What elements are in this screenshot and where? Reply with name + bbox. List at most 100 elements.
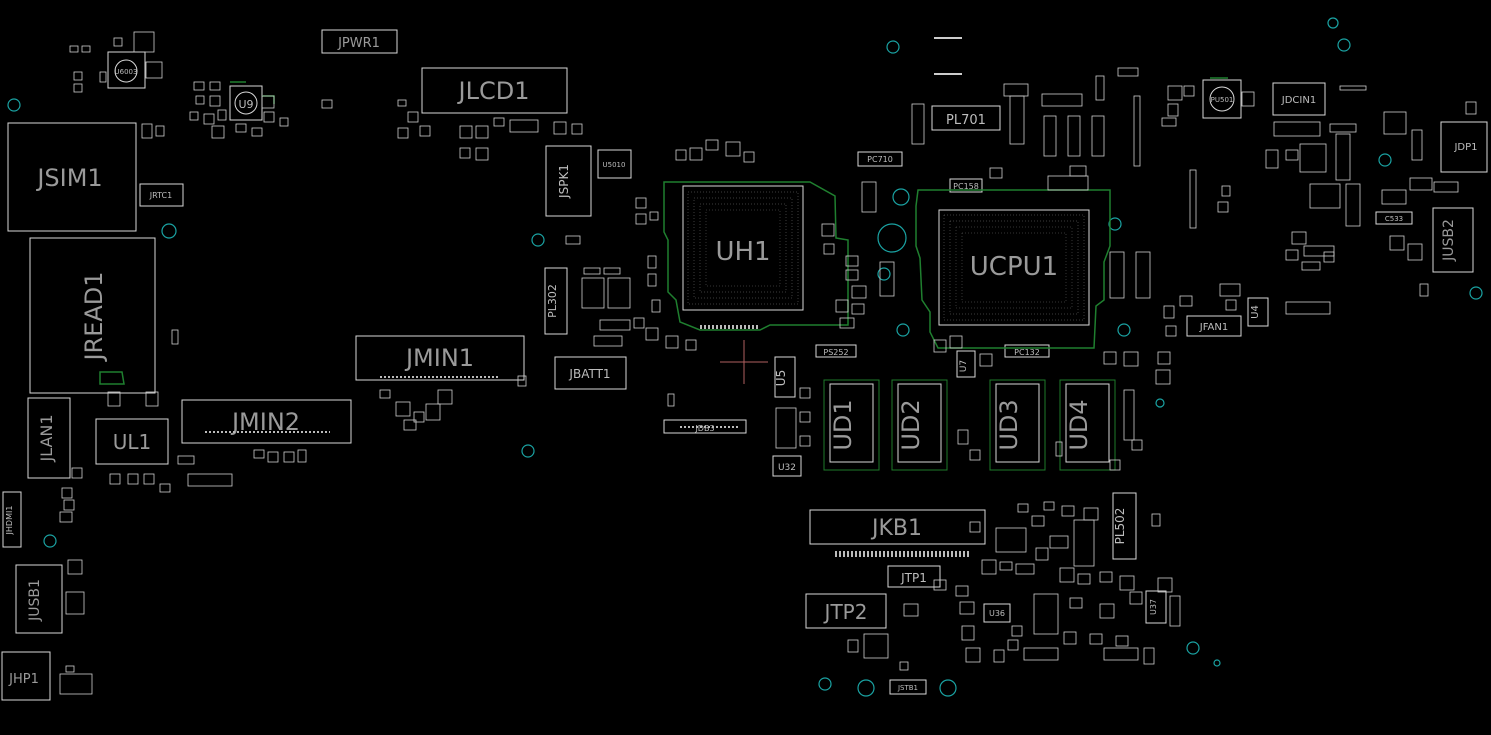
u6003-chip: U6003 (107, 51, 146, 89)
svg-text:JPWR1: JPWR1 (337, 36, 380, 51)
pc158-capacitor: PC158 (949, 178, 983, 193)
svg-text:UD4: UD4 (1065, 399, 1093, 450)
svg-text:PS252: PS252 (823, 348, 848, 357)
svg-text:PL302: PL302 (546, 284, 559, 318)
svg-text:JDP1: JDP1 (1453, 142, 1477, 153)
jpwr1-connector: JPWR1 (321, 29, 398, 54)
u32-chip: U32 (772, 455, 802, 477)
u5010-chip: U5010 (597, 149, 632, 179)
u4-chip: U4 (1247, 297, 1269, 327)
svg-text:UD2: UD2 (897, 399, 925, 450)
svg-text:JTP1: JTP1 (900, 571, 927, 585)
pl701-inductor: PL701 (931, 105, 1001, 131)
svg-text:JLAN1: JLAN1 (37, 414, 56, 462)
svg-text:JDCIN1: JDCIN1 (1281, 95, 1316, 106)
svg-text:JUSB1: JUSB1 (27, 579, 43, 622)
silkscreen-dashes (720, 37, 962, 384)
svg-text:JDB3: JDB3 (694, 424, 714, 433)
svg-text:JBATT1: JBATT1 (568, 367, 610, 381)
svg-text:C533: C533 (1385, 215, 1403, 223)
svg-text:JHP1: JHP1 (8, 672, 39, 687)
svg-text:U4: U4 (1250, 305, 1261, 319)
pc710-capacitor: PC710 (857, 151, 903, 167)
jread1-card-reader: JREAD1 (29, 237, 156, 394)
svg-text:PL701: PL701 (946, 113, 986, 128)
svg-text:PC132: PC132 (1014, 348, 1040, 357)
svg-text:JHDMI1: JHDMI1 (5, 506, 14, 536)
svg-text:JSTB1: JSTB1 (897, 684, 918, 692)
jsim1-slot: JSIM1 (7, 122, 137, 232)
pl302-inductor: PL302 (544, 267, 568, 335)
jusb2-connector: JUSB2 (1432, 207, 1474, 273)
svg-text:U36: U36 (989, 609, 1005, 618)
ul1-chip: UL1 (95, 418, 169, 465)
svg-text:JMIN1: JMIN1 (404, 344, 474, 372)
svg-text:JSPK1: JSPK1 (557, 164, 571, 199)
green-outline-traces (99, 77, 1228, 385)
jkb1-connector: JKB1 (809, 509, 986, 545)
u5-chip: U5 (774, 356, 796, 398)
jspk1-connector: JSPK1 (545, 145, 592, 217)
u37-chip: U37 (1145, 590, 1167, 624)
jstb1-connector: JSTB1 (889, 679, 927, 695)
u36-chip: U36 (983, 603, 1011, 623)
svg-text:JFAN1: JFAN1 (1199, 322, 1228, 333)
svg-text:UCPU1: UCPU1 (970, 252, 1058, 282)
svg-text:U7: U7 (959, 360, 969, 372)
svg-text:UL1: UL1 (113, 430, 152, 454)
jdb3-connector: JDB3 (663, 419, 747, 434)
svg-text:UD1: UD1 (829, 399, 857, 450)
jtp1-connector: JTP1 (887, 565, 941, 588)
jtp2-connector: JTP2 (805, 593, 887, 629)
ps252-component: PS252 (815, 344, 857, 358)
svg-text:U6003: U6003 (115, 68, 138, 76)
pc132-capacitor: PC132 (1004, 344, 1050, 358)
jlcd1-connector: JLCD1 (421, 67, 568, 114)
svg-text:PC158: PC158 (953, 182, 979, 191)
svg-text:JKB1: JKB1 (870, 516, 922, 541)
svg-text:PL502: PL502 (1113, 508, 1127, 545)
svg-text:JRTC1: JRTC1 (149, 191, 172, 200)
jlan1-connector: JLAN1 (27, 397, 71, 479)
pu501-chip: PU501 (1202, 79, 1242, 119)
ud4-memory-chip: UD4 (1059, 379, 1116, 471)
svg-text:U5010: U5010 (603, 161, 626, 169)
jhp1-connector: JHP1 (1, 651, 51, 701)
mounting-holes (7, 17, 1483, 697)
u7-chip: U7 (956, 350, 976, 378)
connector-pin-rows (205, 325, 970, 557)
ud3-memory-chip: UD3 (989, 379, 1046, 471)
jfan1-connector: JFAN1 (1186, 315, 1242, 337)
uh1-bga-pattern (687, 191, 799, 305)
svg-text:JSIM1: JSIM1 (35, 164, 102, 192)
ud2-memory-chip: UD2 (891, 379, 948, 471)
svg-text:U5: U5 (774, 370, 788, 386)
ucpu1-bga-pattern (943, 214, 1085, 321)
ucpu1-processor: UCPU1 (938, 209, 1090, 326)
svg-text:U37: U37 (1149, 599, 1158, 615)
jdp1-connector: JDP1 (1440, 121, 1488, 173)
u9-chip: U9 (229, 85, 263, 121)
jdcin1-connector: JDCIN1 (1272, 82, 1326, 116)
jmin1-slot: JMIN1 (355, 335, 525, 381)
jbatt1-connector: JBATT1 (554, 356, 627, 390)
svg-text:PU501: PU501 (1211, 96, 1234, 104)
c533-capacitor: C533 (1375, 211, 1413, 225)
svg-text:JUSB2: JUSB2 (1441, 219, 1457, 262)
jhdmi1-connector: JHDMI1 (2, 491, 22, 548)
svg-text:UH1: UH1 (715, 237, 770, 267)
svg-text:UD3: UD3 (995, 399, 1023, 450)
svg-text:JTP2: JTP2 (823, 600, 868, 624)
jusb1-connector: JUSB1 (15, 564, 63, 634)
ud1-memory-chip: UD1 (823, 379, 880, 471)
svg-text:U32: U32 (778, 463, 796, 473)
jrtc1-connector: JRTC1 (139, 183, 184, 207)
pl502-inductor: PL502 (1112, 492, 1137, 560)
smd-component-pads (59, 31, 1477, 695)
svg-text:JREAD1: JREAD1 (80, 271, 108, 362)
svg-text:JLCD1: JLCD1 (457, 77, 530, 105)
svg-text:PC710: PC710 (867, 155, 893, 164)
svg-text:U9: U9 (238, 98, 253, 111)
uh1-chipset: UH1 (682, 185, 804, 311)
